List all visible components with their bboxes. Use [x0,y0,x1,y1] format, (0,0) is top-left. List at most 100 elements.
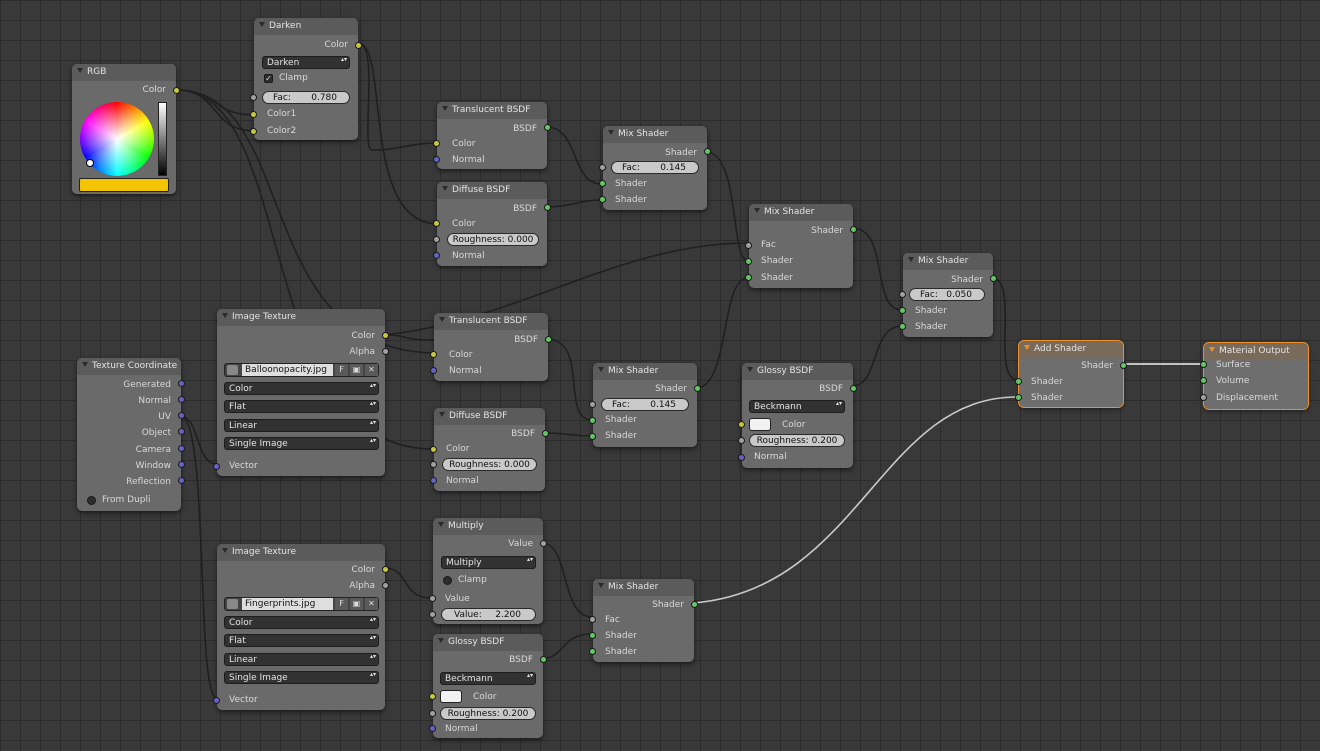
node-material-output[interactable]: Material Output Surface Volume Displacem… [1200,342,1309,410]
color-wheel-cursor[interactable] [86,159,94,167]
source-dropdown[interactable]: Single Image [224,437,379,450]
socket-output-shader[interactable] [704,148,711,155]
socket-input-color[interactable] [429,693,436,700]
node-header[interactable]: Darken [254,18,358,35]
socket-input-color[interactable] [433,140,440,147]
node-mix-shader[interactable]: Mix Shader Shader Fac Shader Shader [745,204,857,288]
socket-input-normal[interactable] [429,725,436,732]
socket-input-displacement[interactable] [1200,394,1207,401]
socket-input-normal[interactable] [430,477,437,484]
roughness-slider[interactable]: Roughness: 0.000 [442,458,537,471]
roughness-slider[interactable]: Roughness: 0.000 [447,233,539,246]
node-header[interactable]: Texture Coordinate [77,358,181,375]
blend-mode-dropdown[interactable]: Darken [262,56,350,69]
socket-input-color[interactable] [430,351,437,358]
socket-input-fac[interactable] [589,616,596,623]
node-header[interactable]: Translucent BSDF [437,102,547,119]
socket-input-color[interactable] [738,421,745,428]
node-header[interactable]: RGB [72,64,176,81]
socket-output-object[interactable] [178,428,185,435]
socket-input-fac[interactable] [899,291,906,298]
source-dropdown[interactable]: Single Image [224,671,379,684]
socket-input-color[interactable] [430,446,437,453]
socket-input-value[interactable] [429,595,436,602]
collapse-triangle-icon[interactable] [754,208,760,213]
collapse-triangle-icon[interactable] [1209,347,1215,352]
socket-output-bsdf[interactable] [544,124,551,131]
color-swatch[interactable] [440,690,462,703]
collapse-triangle-icon[interactable] [1024,345,1030,350]
socket-output-shader[interactable] [850,226,857,233]
collapse-triangle-icon[interactable] [439,317,445,322]
socket-input-normal[interactable] [738,454,745,461]
socket-input-shader[interactable] [745,274,752,281]
node-header[interactable]: Mix Shader [749,204,853,221]
socket-input-shader[interactable] [1015,394,1022,401]
node-texture-coordinate[interactable]: Texture Coordinate Generated Normal UV O… [77,358,185,511]
socket-input-shader[interactable] [589,433,596,440]
node-diffuse-bsdf[interactable]: Diffuse BSDF BSDF Color Roughness: 0.000… [433,182,551,266]
node-header[interactable]: Material Output [1204,343,1308,360]
socket-input-fac[interactable] [599,164,606,171]
socket-output-alpha[interactable] [382,348,389,355]
node-mix-shader[interactable]: Mix Shader Shader Fac: 0.145 Shader Shad… [599,126,711,210]
clamp-checkbox[interactable]: ✓ [264,74,273,83]
node-header[interactable]: Mix Shader [593,363,697,380]
node-add-shader[interactable]: Add Shader Shader Shader Shader [1015,340,1127,408]
image-selector[interactable]: Fingerprints.jpg F ▣ ✕ [224,597,379,611]
node-header[interactable]: Glossy BSDF [742,363,853,380]
socket-output-color[interactable] [173,87,180,94]
node-header[interactable]: Multiply [433,518,543,535]
socket-input-shader[interactable] [899,307,906,314]
node-image-texture[interactable]: Image Texture Color Alpha Balloonopacity… [213,309,389,476]
socket-output-uv[interactable] [178,412,185,419]
socket-input-roughness[interactable] [433,236,440,243]
socket-input-roughness[interactable] [430,461,437,468]
socket-output-reflection[interactable] [178,477,185,484]
node-mix-shader[interactable]: Mix Shader Shader Fac: 0.050 Shader Shad… [899,253,997,337]
value-slider[interactable] [158,102,167,176]
collapse-triangle-icon[interactable] [608,130,614,135]
socket-input-shader[interactable] [599,196,606,203]
node-header[interactable]: Image Texture [217,544,385,561]
node-header[interactable]: Mix Shader [593,579,694,596]
socket-input-color1[interactable] [250,111,257,118]
collapse-triangle-icon[interactable] [222,548,228,553]
roughness-slider[interactable]: Roughness: 0.200 [749,434,845,447]
image-browse-icon[interactable] [227,365,238,375]
pack-icon[interactable]: ▣ [350,598,363,610]
socket-input-roughness[interactable] [429,710,436,717]
node-glossy-bsdf[interactable]: Glossy BSDF BSDF Beckmann Color Roughnes… [429,634,547,738]
collapse-triangle-icon[interactable] [438,638,444,643]
node-header[interactable]: Glossy BSDF [433,634,543,651]
socket-output-bsdf[interactable] [544,204,551,211]
socket-input-shader[interactable] [599,180,606,187]
node-math-multiply[interactable]: Multiply Value Multiply Clamp Value Valu… [429,518,547,624]
socket-output-shader[interactable] [694,385,701,392]
node-header[interactable]: Diffuse BSDF [434,408,545,425]
fake-user-button[interactable]: F [335,364,348,376]
socket-output-bsdf[interactable] [850,385,857,392]
socket-output-normal[interactable] [178,396,185,403]
collapse-triangle-icon[interactable] [82,362,88,367]
socket-input-color[interactable] [433,220,440,227]
socket-output-value[interactable] [540,540,547,547]
collapse-triangle-icon[interactable] [442,106,448,111]
node-diffuse-bsdf[interactable]: Diffuse BSDF BSDF Color Roughness: 0.000… [430,408,549,491]
fake-user-button[interactable]: F [335,598,348,610]
projection-dropdown[interactable]: Flat [224,400,379,413]
interpolation-dropdown[interactable]: Linear [224,653,379,666]
image-browse-icon[interactable] [227,599,238,609]
color-space-dropdown[interactable]: Color [224,616,379,629]
socket-output-color[interactable] [382,566,389,573]
socket-input-shader[interactable] [745,258,752,265]
collapse-triangle-icon[interactable] [259,22,265,27]
image-filename[interactable]: Balloonopacity.jpg [242,364,333,376]
color-space-dropdown[interactable]: Color [224,382,379,395]
node-rgb[interactable]: RGB Color [72,64,180,194]
distribution-dropdown[interactable]: Beckmann [440,672,536,685]
collapse-triangle-icon[interactable] [439,412,445,417]
image-selector[interactable]: Balloonopacity.jpg F ▣ ✕ [224,363,379,377]
socket-output-bsdf[interactable] [542,430,549,437]
socket-input-normal[interactable] [433,252,440,259]
